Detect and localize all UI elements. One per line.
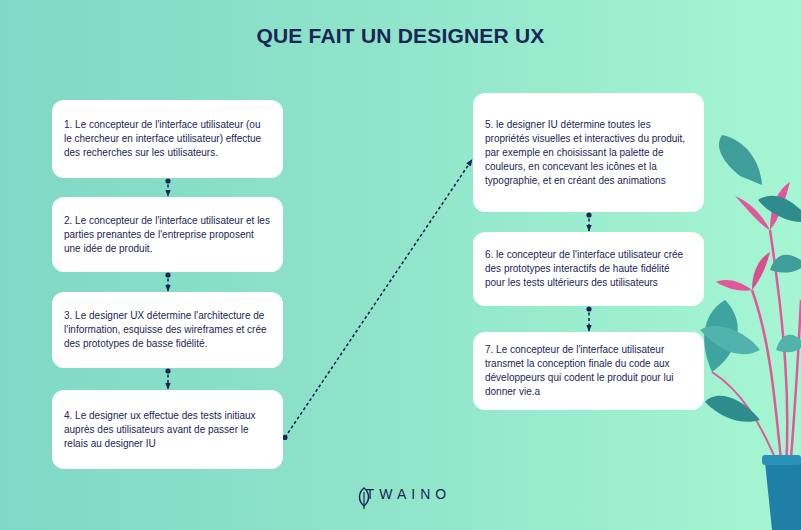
dotted-connector (165, 272, 170, 291)
step-text: 7. Le concepteur de l'interface utilisat… (485, 343, 692, 399)
connector-dot (586, 212, 591, 217)
step-text: 6. le concepteur de l'interface utilisat… (485, 248, 692, 290)
step-text: 3. Le designer UX détermine l'architectu… (64, 309, 271, 351)
pot (762, 455, 801, 530)
connector-dot (165, 272, 170, 277)
dotted-connector (586, 212, 591, 231)
process-box: 6. le concepteur de l'interface utilisat… (473, 232, 704, 306)
connector-dot (586, 306, 591, 311)
step-text: 5. le designer IU détermine toutes les p… (485, 118, 692, 188)
step-text: 4. Le designer ux effectue des tests ini… (64, 409, 271, 451)
dotted-connector (165, 178, 170, 196)
connector-dot (282, 435, 287, 440)
connector-dot (165, 368, 170, 373)
step-text: 1. Le concepteur de l'interface utilisat… (64, 118, 271, 160)
connector-line (285, 160, 472, 438)
plant (700, 135, 801, 470)
dotted-connector (165, 368, 170, 389)
process-box: 2. Le concepteur de l'interface utilisat… (52, 197, 283, 272)
process-box: 7. Le concepteur de l'interface utilisat… (473, 332, 704, 410)
dotted-connector (282, 160, 472, 440)
step-text: 2. Le concepteur de l'interface utilisat… (64, 214, 271, 256)
brand-logo: TWAINO (0, 486, 801, 502)
process-box: 1. Le concepteur de l'interface utilisat… (52, 100, 283, 178)
dotted-connector (586, 306, 591, 331)
process-box: 4. Le designer ux effectue des tests ini… (52, 390, 283, 469)
connector-dot (165, 178, 170, 183)
diagram-title: QUE FAIT UN DESIGNER UX (0, 24, 801, 48)
process-box: 3. Le designer UX détermine l'architectu… (52, 292, 283, 368)
process-box: 5. le designer IU détermine toutes les p… (473, 93, 704, 212)
